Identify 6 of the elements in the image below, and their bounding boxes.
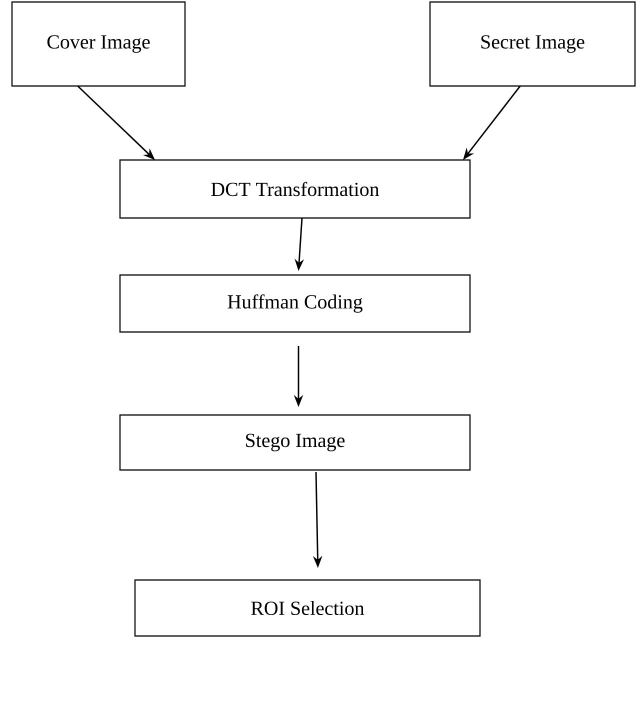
process-box: Huffman Coding	[119, 274, 471, 333]
process-box: Stego Image	[119, 414, 471, 471]
process-box: DCT Transformation	[119, 159, 471, 219]
process-box: Cover Image	[11, 1, 186, 87]
process-box: ROI Selection	[134, 579, 481, 637]
process-box: Secret Image	[429, 1, 636, 87]
